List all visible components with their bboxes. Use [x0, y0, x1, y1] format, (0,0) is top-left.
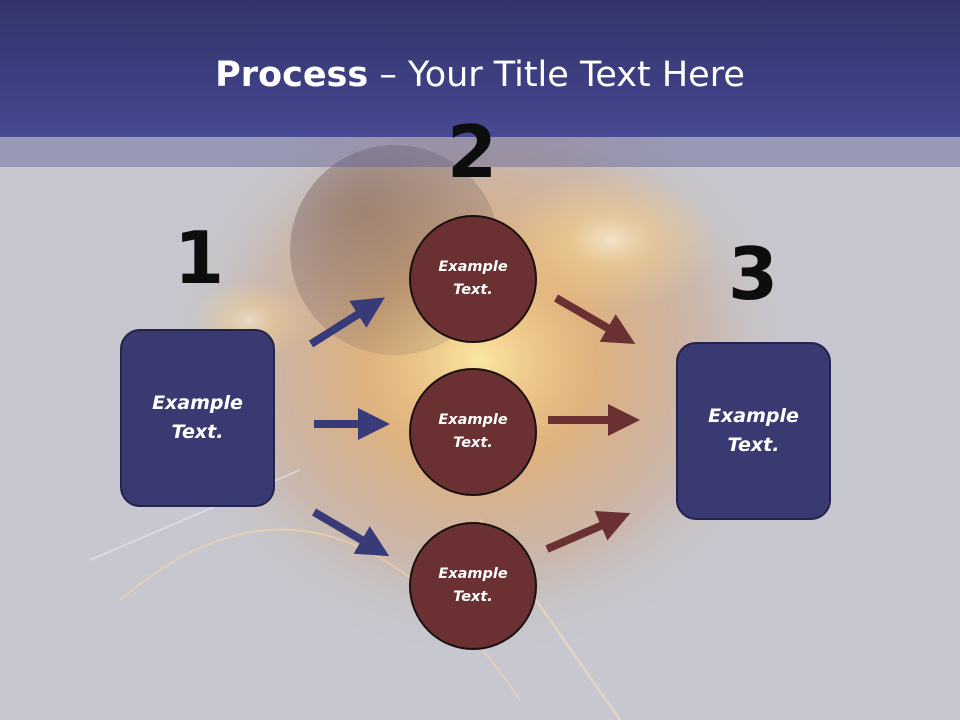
title-bar-strip [0, 137, 960, 167]
slide-title[interactable]: Process – Your Title Text Here [0, 52, 960, 98]
step-number-1: 1 [173, 216, 225, 300]
title-bar [0, 0, 960, 137]
arrow-top-to-3 [553, 294, 636, 345]
step-number-3: 3 [727, 232, 779, 316]
title-bold: Process [215, 55, 369, 95]
title-rest: – Your Title Text Here [368, 55, 745, 95]
arrow-1-to-top [308, 297, 385, 348]
arrow-1-to-bottom [311, 508, 390, 557]
arrow-bottom-to-3 [545, 511, 631, 553]
step-number-2: 2 [446, 110, 498, 194]
